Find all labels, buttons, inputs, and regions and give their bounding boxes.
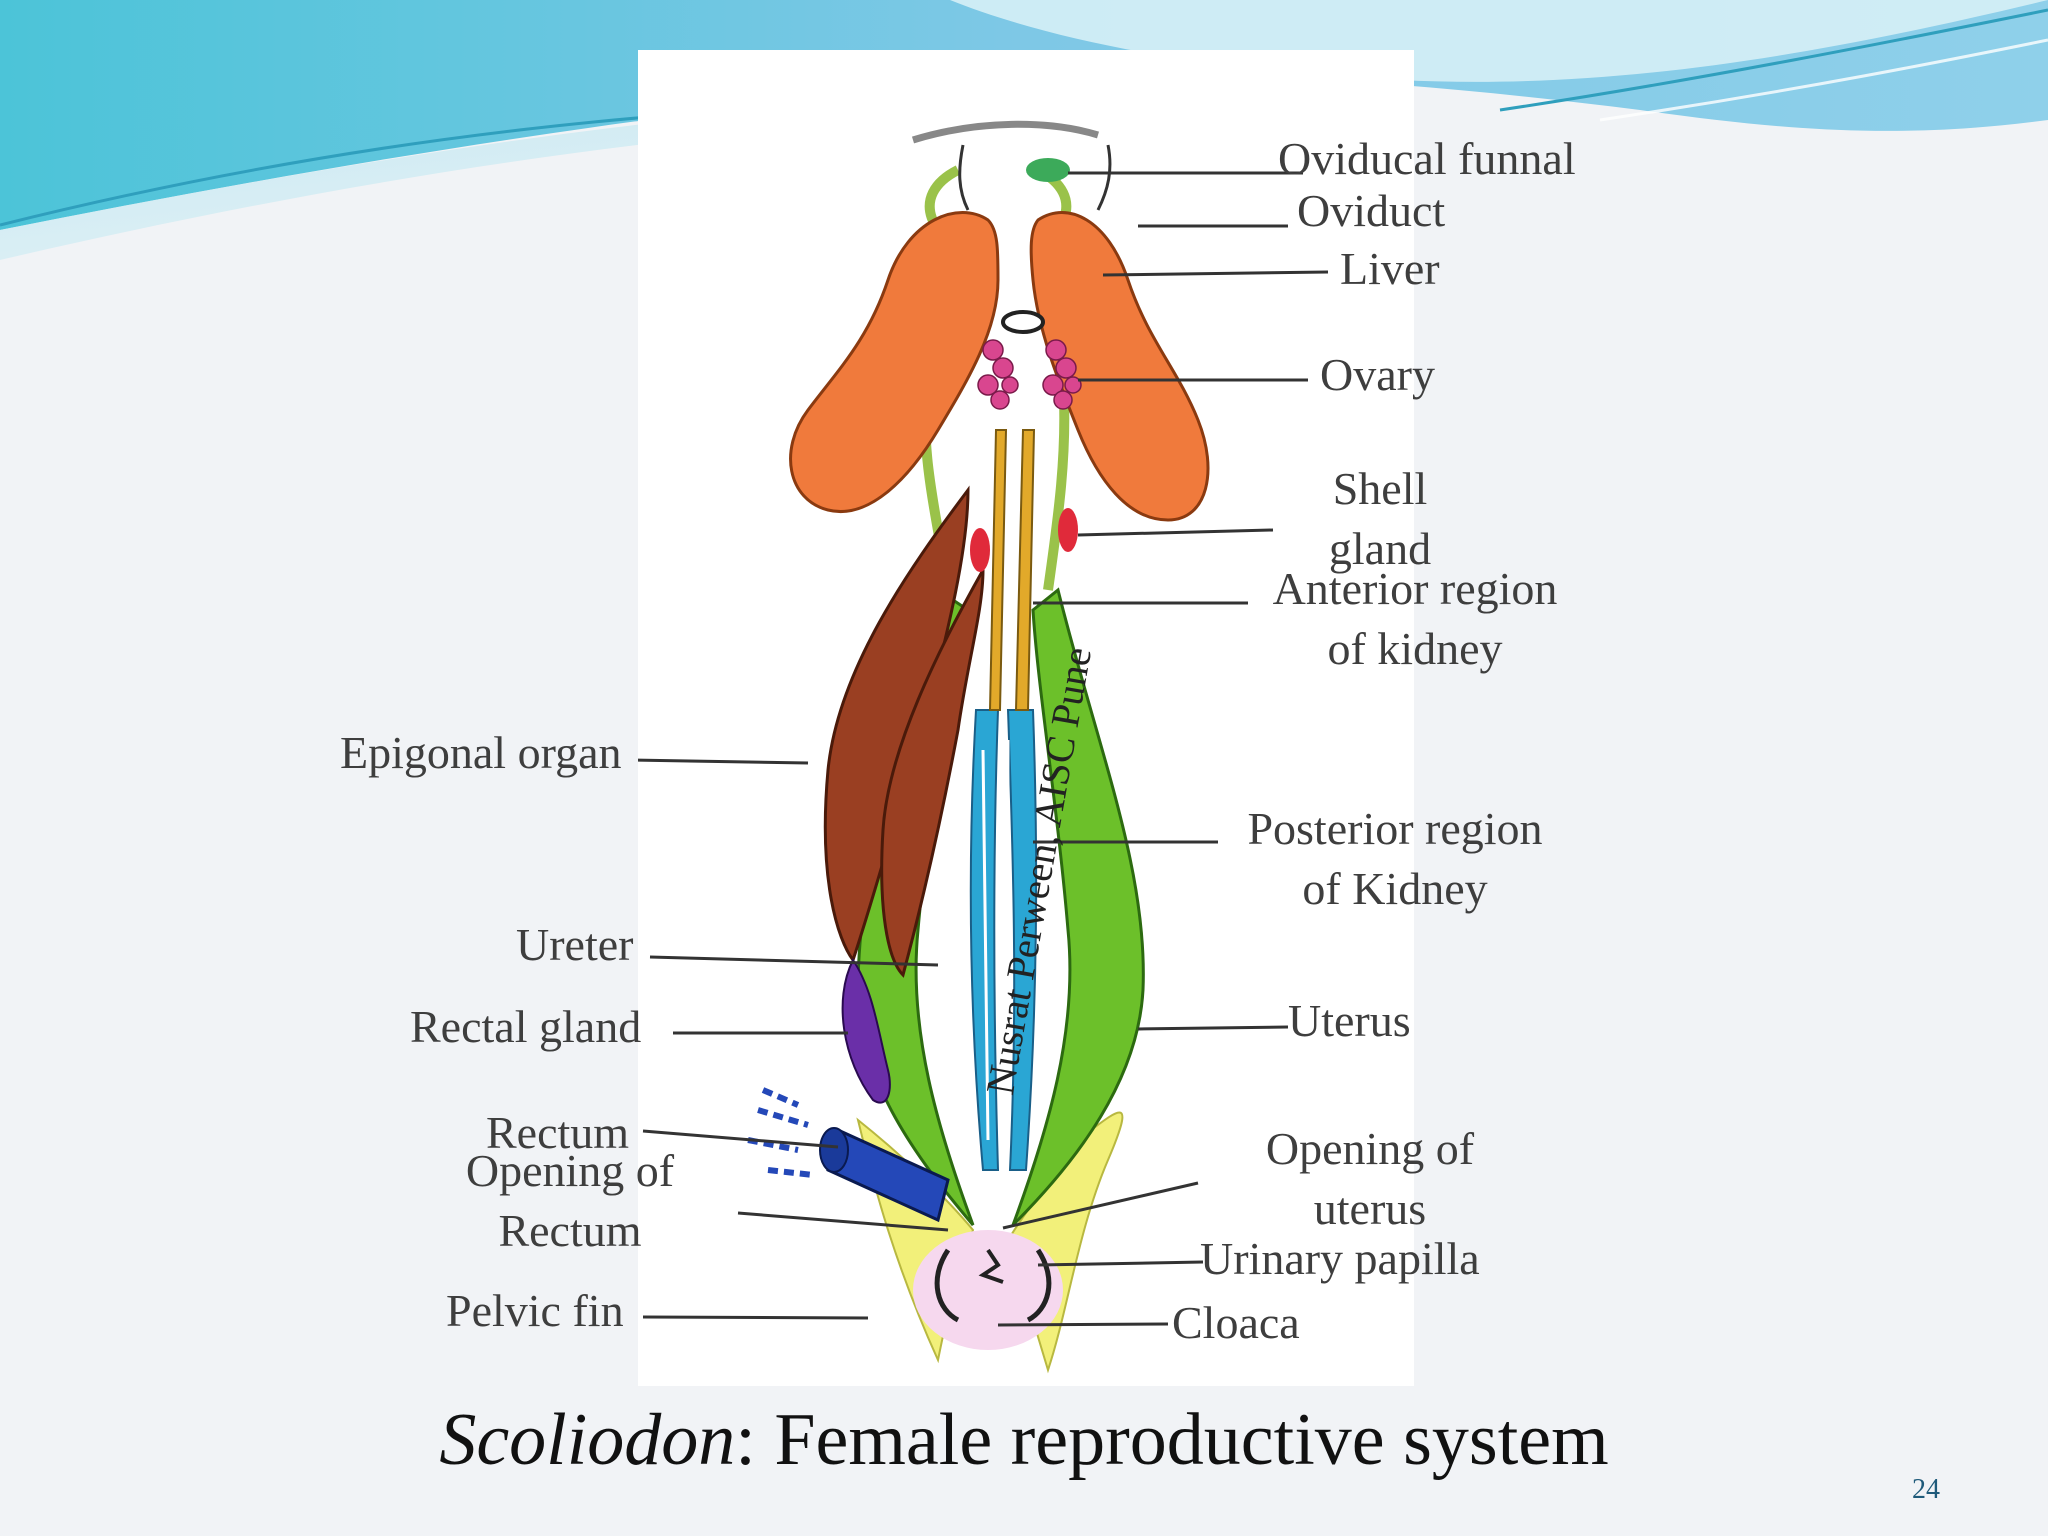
title-genus: Scoliodon (439, 1399, 736, 1481)
leader-lines (638, 171, 1329, 1327)
label-oviducal-funnel: Oviducal funnal (1278, 133, 1576, 184)
label-anterior-kidney-line2: of kidney (1327, 623, 1503, 674)
title-rest: : Female reproductive system (735, 1399, 1609, 1481)
label-rectal-gland: Rectal gland (410, 1001, 642, 1052)
label-opening-rectum-line2: Rectum (498, 1205, 642, 1256)
shell-gland-right (1058, 508, 1078, 552)
label-opening-uterus-line2: uterus (1313, 1183, 1427, 1234)
label-ureter: Ureter (516, 919, 634, 970)
slide-title: Scoliodon: Female reproductive system (0, 1398, 2048, 1483)
liver-left-lobe (789, 211, 1000, 513)
label-oviduct: Oviduct (1297, 185, 1446, 236)
kidney-anterior-right (1014, 429, 1036, 711)
label-shell-gland-line1: Shell (1332, 463, 1428, 514)
label-cloaca: Cloaca (1172, 1297, 1300, 1348)
page-number: 24 (1912, 1474, 1940, 1505)
shell-gland-left (970, 528, 990, 572)
epigonal-organ-inner (880, 564, 985, 978)
kidney-posterior-right (1006, 709, 1038, 1171)
oviducal-funnel-shape (1026, 158, 1070, 182)
label-anterior-kidney-line1: Anterior region (1272, 563, 1558, 614)
reproductive-system-illustration (638, 120, 1329, 1374)
label-posterior-kidney-line2: of Kidney (1302, 863, 1488, 914)
label-pelvic-fin: Pelvic fin (446, 1285, 624, 1336)
kidney-anterior-left (988, 429, 1008, 711)
diagram-panel (638, 50, 1414, 1386)
oviducal-funnel-arc (911, 120, 1100, 144)
label-epigonal-organ: Epigonal organ (340, 727, 622, 778)
label-opening-uterus-line1: Opening of (1265, 1123, 1475, 1174)
label-shell-gland-line2: gland (1328, 523, 1432, 574)
label-opening-rectum-line1: Opening of (465, 1145, 675, 1196)
rectal-gland-shape (841, 958, 891, 1104)
ovary-shapes (977, 339, 1082, 410)
label-liver: Liver (1340, 243, 1440, 294)
label-urinary-papilla: Urinary papilla (1200, 1233, 1480, 1284)
cloaca-shape (913, 1230, 1063, 1350)
label-uterus: Uterus (1288, 995, 1411, 1046)
label-ovary: Ovary (1320, 349, 1435, 400)
label-rectum: Rectum (486, 1107, 630, 1158)
label-posterior-kidney-line1: Posterior region (1247, 803, 1543, 854)
